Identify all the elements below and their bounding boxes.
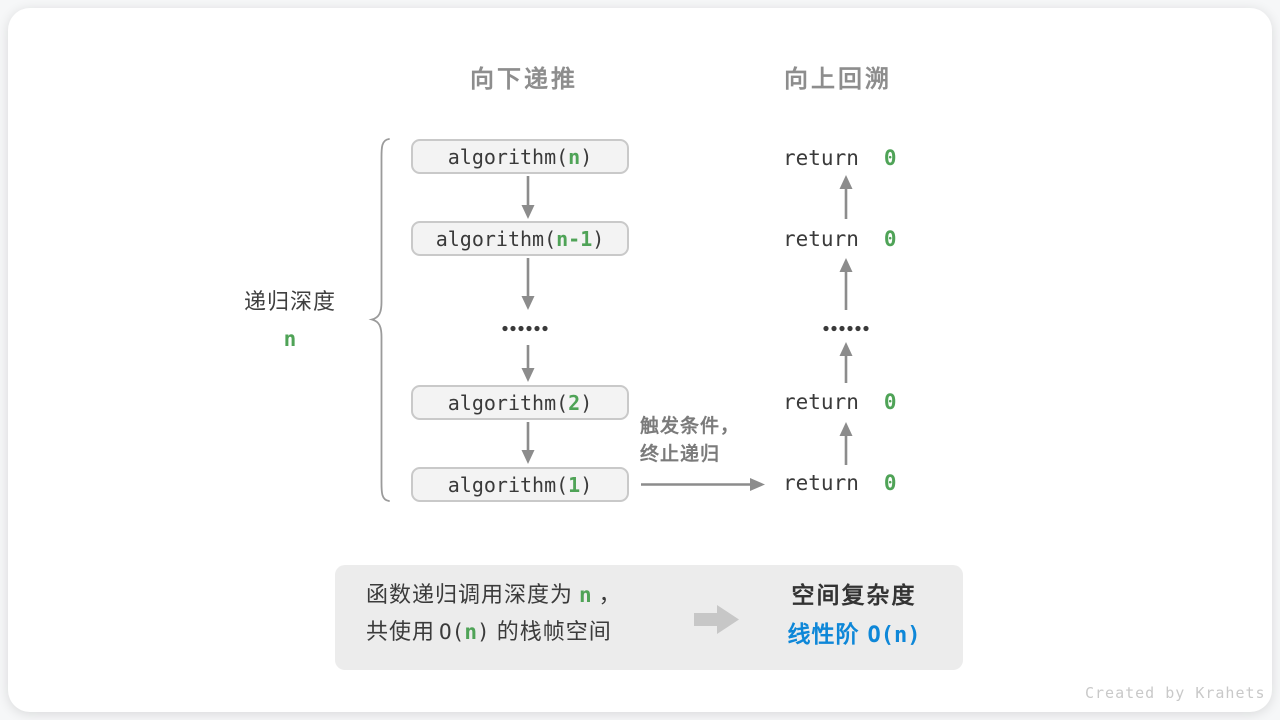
call-text: ) bbox=[580, 390, 593, 415]
down-arrow-2 bbox=[521, 258, 535, 310]
base-case-arrow bbox=[641, 478, 765, 491]
call-arg: n-1 bbox=[556, 226, 593, 251]
recursion-depth-variable: n bbox=[283, 327, 297, 351]
space-complexity-title: 空间复杂度 bbox=[791, 582, 917, 608]
up-arrow-2 bbox=[839, 258, 853, 310]
return-statement-1: return 0 bbox=[783, 146, 897, 171]
return-keyword: return bbox=[783, 390, 859, 414]
return-value: 0 bbox=[883, 471, 897, 495]
recursion-depth-label: 递归深度 bbox=[243, 289, 336, 314]
call-box-algorithm-n-1: algorithm(n-1) bbox=[411, 221, 629, 256]
ellipsis-dots-left bbox=[502, 325, 548, 332]
call-text: algorithm( bbox=[447, 472, 569, 497]
return-statement-2: return 0 bbox=[783, 227, 897, 252]
ellipsis-dots-right bbox=[823, 325, 869, 332]
return-keyword: return bbox=[783, 227, 859, 251]
return-statement-4: return 0 bbox=[783, 471, 897, 496]
up-arrow-4 bbox=[839, 422, 853, 465]
code-text: O( bbox=[439, 620, 465, 644]
summary-variable: n bbox=[579, 583, 593, 607]
call-text: algorithm( bbox=[447, 144, 569, 169]
space-complexity-value: 线性阶 O(n) bbox=[749, 620, 959, 650]
complexity-order-label: 线性阶 bbox=[787, 621, 860, 647]
call-text: ) bbox=[580, 144, 593, 169]
up-arrow-1 bbox=[839, 175, 853, 219]
down-arrow-1 bbox=[521, 176, 535, 219]
annotation-line-1: 触发条件， bbox=[640, 416, 741, 437]
depth-brace bbox=[368, 138, 390, 502]
summary-text: ， bbox=[598, 582, 622, 607]
watermark-credit: Created by Krahets bbox=[1085, 684, 1266, 702]
header-upward-backtracking: 向上回溯 bbox=[784, 66, 892, 93]
call-box-algorithm-n: algorithm(n) bbox=[411, 139, 629, 174]
diagram-card: 向下递推 向上回溯 递归深度 n algorithm(n) algorithm(… bbox=[8, 8, 1272, 712]
header-downward-recursion: 向下递推 bbox=[470, 66, 578, 93]
return-value: 0 bbox=[883, 146, 897, 170]
call-arg: n bbox=[568, 144, 581, 169]
call-text: algorithm( bbox=[447, 390, 569, 415]
call-arg: 2 bbox=[568, 390, 581, 415]
summary-text: 函数递归调用深度为 bbox=[366, 582, 574, 607]
down-arrow-4 bbox=[521, 422, 535, 464]
call-arg: 1 bbox=[568, 472, 581, 497]
return-keyword: return bbox=[783, 471, 859, 495]
call-text: algorithm( bbox=[435, 226, 557, 251]
code-text: ) bbox=[476, 620, 490, 644]
call-box-algorithm-1: algorithm(1) bbox=[411, 467, 629, 502]
complexity-code: O(n) bbox=[439, 620, 490, 644]
down-arrow-3 bbox=[521, 345, 535, 382]
complexity-notation: O(n) bbox=[867, 623, 921, 648]
summary-text: 的栈帧空间 bbox=[489, 619, 612, 644]
call-box-algorithm-2: algorithm(2) bbox=[411, 385, 629, 420]
return-keyword: return bbox=[783, 146, 859, 170]
annotation-line-2: 终止递归 bbox=[640, 444, 721, 465]
call-text: ) bbox=[580, 472, 593, 497]
summary-text: 共使用 bbox=[366, 619, 436, 644]
call-text: ) bbox=[592, 226, 605, 251]
return-value: 0 bbox=[883, 227, 897, 251]
up-arrow-3 bbox=[839, 342, 853, 383]
return-statement-3: return 0 bbox=[783, 390, 897, 415]
return-value: 0 bbox=[883, 390, 897, 414]
code-variable: n bbox=[464, 620, 477, 644]
base-case-annotation: 触发条件， 终止递归 bbox=[640, 413, 740, 469]
